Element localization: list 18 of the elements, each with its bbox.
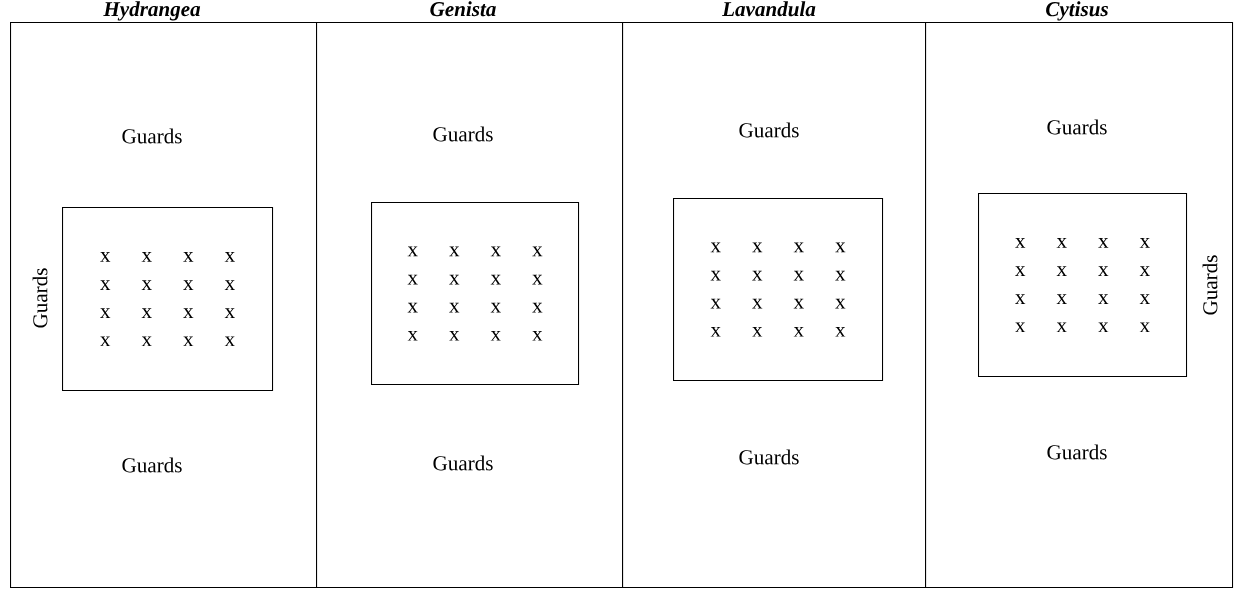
plot-heading: Lavandula <box>721 1 816 17</box>
plant-grid: x x x x x x x x x x x x x x x x <box>371 202 580 386</box>
guards-label: Guards <box>433 455 493 471</box>
plant-grid: x x x x x x x x x x x x x x x x <box>978 193 1188 378</box>
guards-label: Guards <box>739 449 799 465</box>
guards-label: Guards <box>1047 119 1107 135</box>
plot-heading: Cytisus <box>1046 1 1108 21</box>
plot-heading: Genista <box>430 1 496 17</box>
plot-heading: Hydrangea <box>103 1 201 21</box>
plant-grid: x x x x x x x x x x x x x x x x <box>62 207 274 392</box>
guards-label: Guards <box>739 122 799 138</box>
guards-label: Guards <box>1047 444 1107 460</box>
guards-label: Guards <box>122 128 182 144</box>
guards-label: Guards <box>122 457 182 473</box>
guards-label: Guards <box>32 268 48 328</box>
guards-label: Guards <box>1202 255 1218 315</box>
guards-label: Guards <box>433 126 493 142</box>
plant-grid: x x x x x x x x x x x x x x x x <box>673 198 884 382</box>
